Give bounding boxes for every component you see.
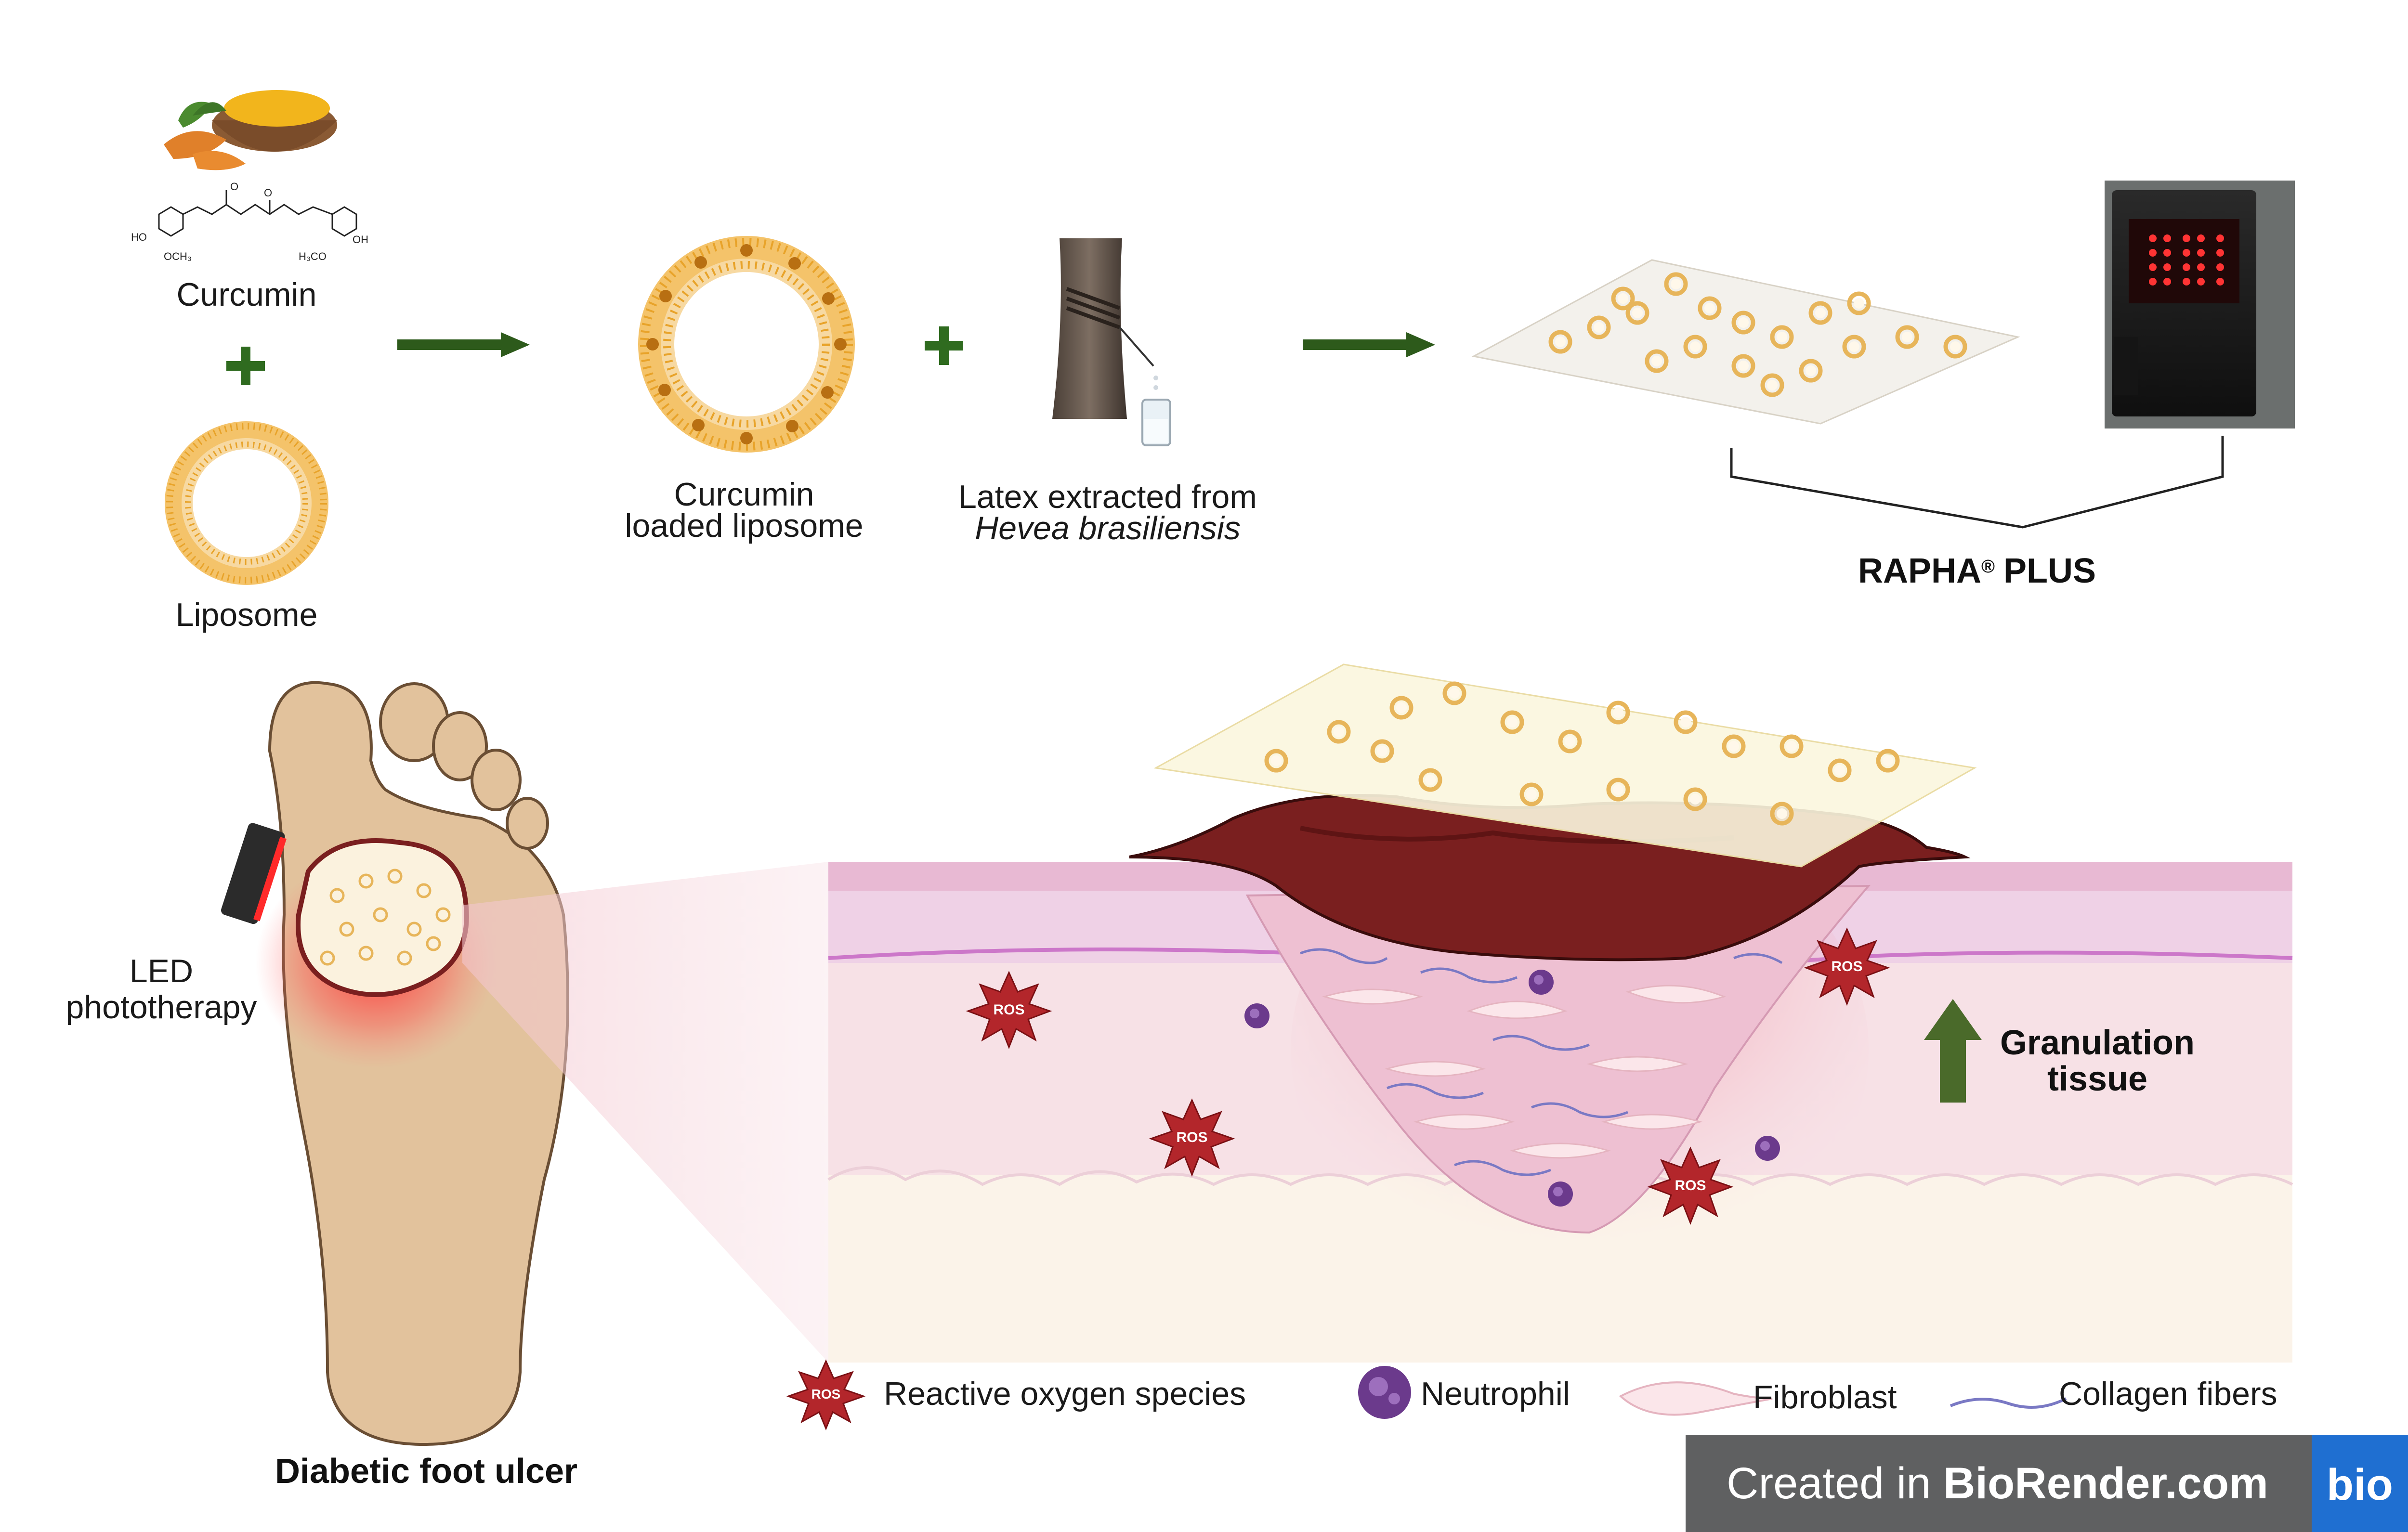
arrow-right-icon bbox=[397, 332, 530, 357]
chem-oh-right: OH bbox=[353, 234, 368, 246]
curcumin-structure bbox=[158, 190, 357, 237]
skin-cross-section bbox=[827, 794, 2293, 1363]
foot-label: Diabetic foot ulcer bbox=[275, 1452, 577, 1491]
legend-ros-tag: ROS bbox=[811, 1387, 841, 1402]
grouping-bracket bbox=[1730, 436, 2224, 529]
latex-membrane-over-wound bbox=[1153, 663, 1977, 868]
product-name-suffix: PLUS bbox=[2003, 552, 2096, 590]
ros-marker: ROS bbox=[966, 971, 1052, 1050]
liposome-label: Liposome bbox=[176, 597, 318, 633]
plus-icon bbox=[925, 326, 963, 365]
arrow-right-icon bbox=[1303, 332, 1435, 357]
zoom-cone bbox=[462, 862, 828, 1363]
chem-h3co-right: H₃CO bbox=[299, 250, 327, 262]
ros-text: ROS bbox=[1675, 1178, 1706, 1194]
biorender-watermark[interactable]: Created in BioRender.com bio bbox=[1686, 1435, 2408, 1532]
granulation-up-arrow-icon bbox=[1924, 999, 1982, 1103]
biorender-logo-icon: bio bbox=[2327, 1460, 2393, 1509]
ros-marker: ROS bbox=[1149, 1098, 1235, 1177]
legend-neutrophil-icon bbox=[1358, 1366, 1411, 1419]
legend-fibroblast-icon bbox=[1619, 1381, 1773, 1416]
plus-icon bbox=[226, 347, 265, 385]
legend-fibroblast-label: Fibroblast bbox=[1753, 1379, 1897, 1415]
chem-oxygen-2: O bbox=[264, 187, 272, 199]
led-label-line1: LED bbox=[130, 953, 193, 989]
led-device-photo bbox=[2105, 181, 2295, 428]
collagen-fibers bbox=[1300, 948, 1783, 1176]
chem-ho-left: HO bbox=[131, 231, 147, 243]
watermark-brand: BioRender.com bbox=[1943, 1459, 2268, 1508]
product-label: RAPHA® PLUS bbox=[1858, 552, 2096, 590]
foot-illustration bbox=[221, 681, 569, 1446]
neutrophil-cells bbox=[1244, 970, 1780, 1207]
ros-text: ROS bbox=[993, 1002, 1024, 1018]
chem-oxygen-1: O bbox=[230, 181, 238, 193]
legend-ros-icon: ROS bbox=[786, 1359, 866, 1430]
legend-neutrophil-label: Neutrophil bbox=[1421, 1376, 1570, 1412]
led-label-line2: phototherapy bbox=[66, 989, 257, 1026]
fibroblast-cells bbox=[1322, 985, 1727, 1159]
loaded-liposome-label-line1: Curcumin bbox=[674, 476, 814, 513]
ros-marker: ROS bbox=[1647, 1146, 1734, 1225]
granulation-label-line2: tissue bbox=[2047, 1060, 2147, 1098]
granulation-label-line1: Granulation bbox=[2000, 1024, 2195, 1062]
rubber-tree-trunk-icon bbox=[1052, 238, 1171, 446]
ros-marker: ROS bbox=[1804, 927, 1890, 1006]
watermark-prefix: Created in bbox=[1727, 1459, 1943, 1508]
product-name: RAPHA bbox=[1858, 552, 1981, 590]
legend-ros-label: Reactive oxygen species bbox=[884, 1376, 1246, 1412]
ros-text: ROS bbox=[1831, 959, 1862, 974]
ros-text: ROS bbox=[1176, 1130, 1207, 1145]
curcumin-label: Curcumin bbox=[177, 276, 317, 313]
legend-collagen-label: Collagen fibers bbox=[2059, 1376, 2277, 1412]
legend-collagen-icon bbox=[1950, 1397, 2067, 1409]
latex-label-line1: Latex extracted from bbox=[958, 479, 1257, 515]
product-registered-mark: ® bbox=[1981, 557, 1995, 577]
latex-label-line2: Hevea brasiliensis bbox=[975, 510, 1241, 546]
latex-membrane-dressing bbox=[1471, 259, 2020, 425]
chem-och3-left: OCH₃ bbox=[164, 250, 192, 262]
loaded-liposome-label-line2: loaded liposome bbox=[625, 507, 863, 544]
turmeric-illustration bbox=[164, 90, 337, 170]
watermark-text: Created in BioRender.com bbox=[1727, 1459, 2268, 1508]
curcumin-loaded-liposome-icon bbox=[638, 236, 855, 453]
liposome-icon bbox=[165, 421, 328, 585]
